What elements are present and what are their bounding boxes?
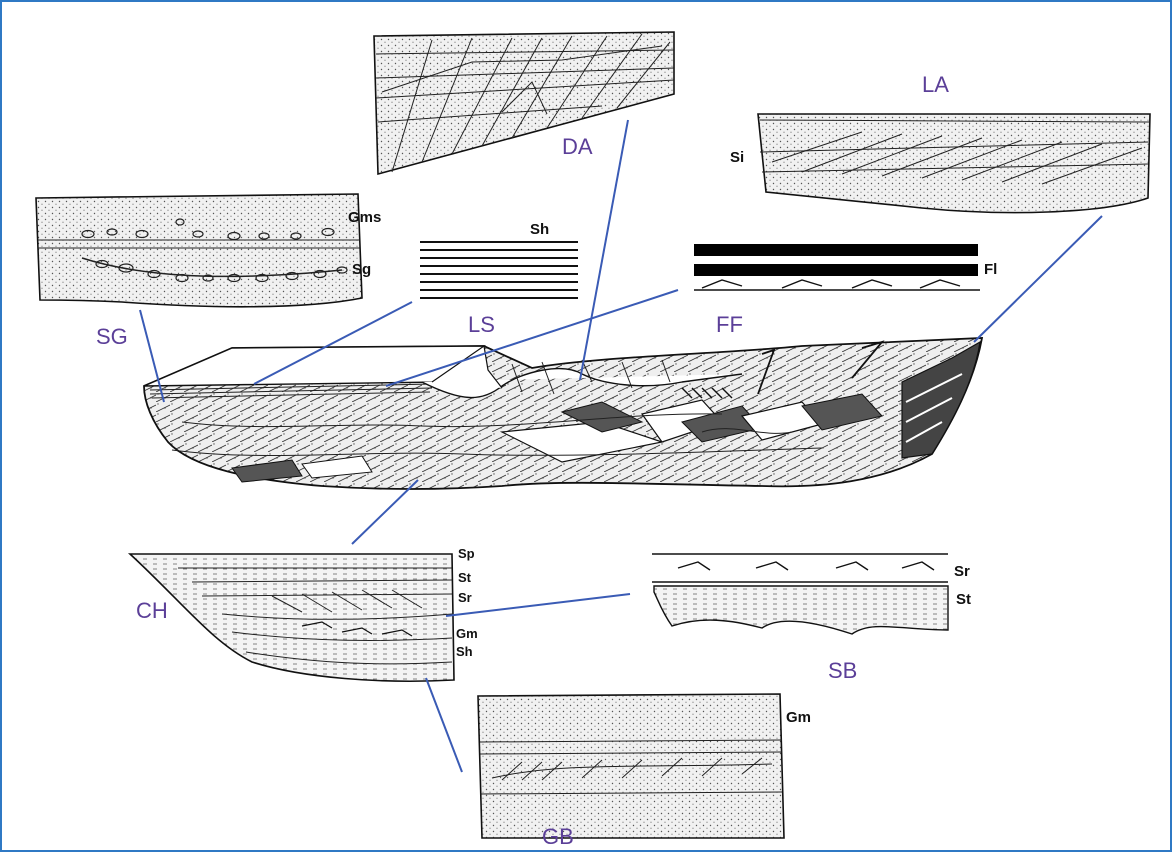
label-gb: GB bbox=[542, 824, 574, 849]
facies-ch-sr: Sr bbox=[458, 590, 472, 605]
la-block bbox=[758, 114, 1150, 213]
ls-block bbox=[420, 242, 578, 298]
label-ch: CH bbox=[136, 598, 168, 623]
label-la: LA bbox=[922, 72, 949, 97]
label-ls: LS bbox=[468, 312, 495, 337]
sg-block bbox=[36, 194, 362, 307]
label-ff: FF bbox=[716, 312, 743, 337]
sb-block bbox=[652, 554, 948, 634]
facies-sb-sr: Sr bbox=[954, 563, 970, 580]
main-fluvial-block bbox=[144, 338, 982, 489]
label-sb: SB bbox=[828, 658, 857, 683]
ch-block bbox=[130, 554, 454, 681]
facies-la-si: Si bbox=[730, 149, 744, 166]
label-da: DA bbox=[562, 134, 593, 159]
facies-ch-gm: Gm bbox=[456, 626, 478, 641]
facies-ch-sh: Sh bbox=[456, 644, 473, 659]
facies-ls-sh: Sh bbox=[530, 221, 549, 238]
facies-ff-fl: Fl bbox=[984, 261, 997, 278]
label-sg: SG bbox=[96, 324, 128, 349]
facies-gb-gm: Gm bbox=[786, 709, 811, 726]
ff-block bbox=[694, 244, 980, 290]
facies-sb-st: St bbox=[956, 591, 971, 608]
gb-block bbox=[478, 694, 784, 838]
facies-sg-sg: Sg bbox=[352, 261, 371, 278]
facies-ch-st: St bbox=[458, 570, 472, 585]
facies-ch-sp: Sp bbox=[458, 546, 475, 561]
facies-sg-gms: Gms bbox=[348, 209, 381, 226]
da-block bbox=[374, 32, 674, 174]
